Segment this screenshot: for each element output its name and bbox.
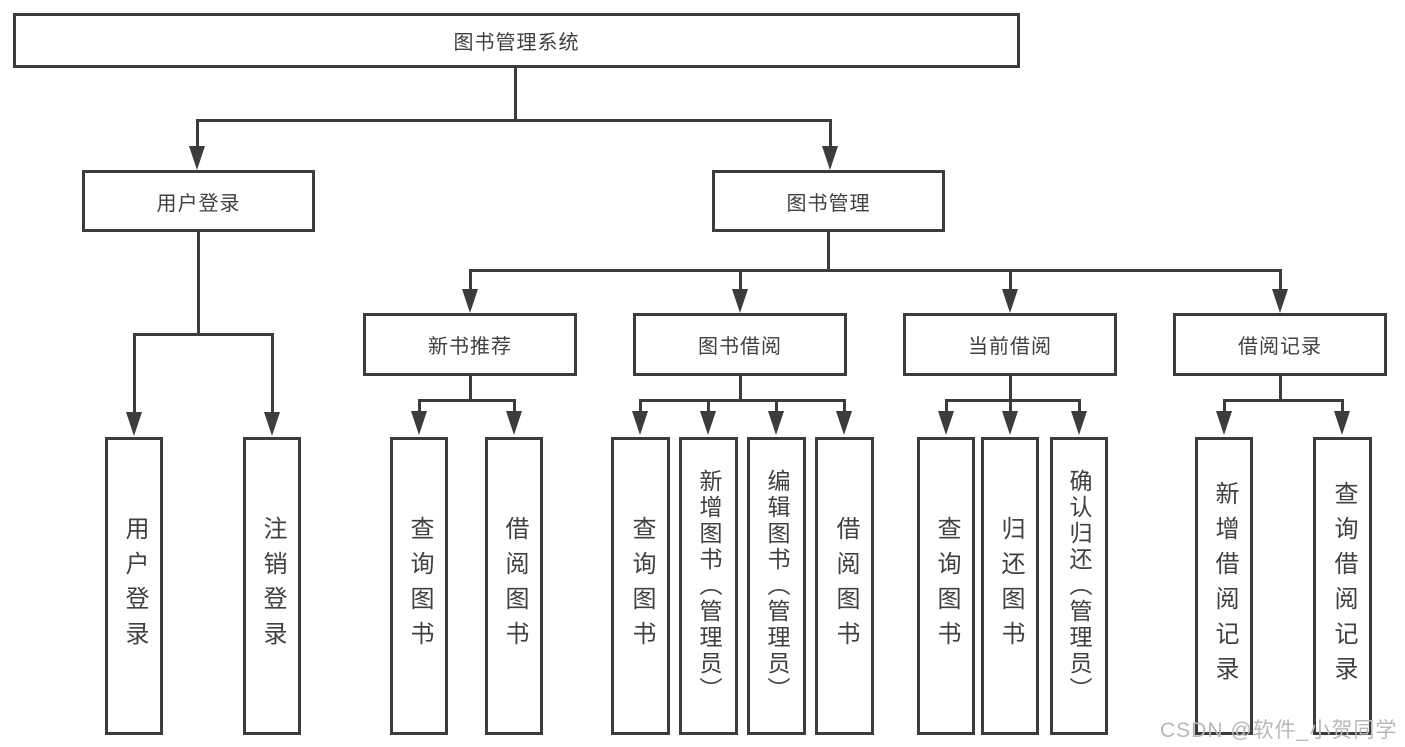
connector-line: [514, 68, 517, 120]
connector-line: [827, 232, 830, 272]
arrow-down-icon: [506, 411, 522, 435]
arrow-down-icon: [1272, 289, 1288, 313]
arrow-down-icon: [1334, 411, 1350, 435]
csdn-watermark: CSDN @软件_小贺同学: [1160, 719, 1398, 742]
node-current-borrow: 当前借阅: [903, 313, 1117, 376]
arrow-down-icon: [632, 411, 648, 435]
node-new-book-recommend: 新书推荐: [363, 313, 577, 376]
connector-line: [196, 119, 832, 122]
leaf-current-return: 归还图书: [981, 437, 1039, 735]
arrow-down-icon: [1216, 411, 1232, 435]
connector-line: [470, 269, 1281, 272]
arrow-down-icon: [822, 146, 838, 170]
arrow-down-icon: [732, 289, 748, 313]
leaf-current-confirm-admin: 确认归还（管理员）: [1050, 437, 1108, 735]
arrow-down-icon: [189, 146, 205, 170]
arrow-down-icon: [768, 411, 784, 435]
connector-line: [843, 399, 846, 413]
arrow-down-icon: [264, 412, 280, 436]
connector-line: [1009, 376, 1012, 402]
node-book-borrow: 图书借阅: [633, 313, 847, 376]
connector-line: [1279, 269, 1282, 291]
connector-line: [271, 333, 274, 412]
connector-line: [945, 399, 1080, 402]
arrow-down-icon: [938, 411, 954, 435]
leaf-newbook-query: 查询图书: [390, 437, 448, 735]
connector-line: [639, 399, 845, 402]
connector-line: [469, 269, 472, 291]
connector-line: [707, 399, 710, 413]
leaf-newbook-borrow: 借阅图书: [485, 437, 543, 735]
connector-line: [1223, 399, 1226, 413]
node-root: 图书管理系统: [13, 13, 1020, 68]
leaf-record-query: 查询借阅记录: [1313, 437, 1372, 735]
leaf-borrow-edit-admin: 编辑图书（管理员）: [747, 437, 806, 735]
connector-line: [197, 232, 200, 335]
connector-line: [1009, 269, 1012, 291]
leaf-record-add: 新增借阅记录: [1195, 437, 1253, 735]
connector-line: [775, 399, 778, 413]
connector-line: [945, 399, 948, 413]
arrow-down-icon: [1002, 289, 1018, 313]
leaf-current-query: 查询图书: [917, 437, 975, 735]
arrow-down-icon: [836, 411, 852, 435]
connector-line: [1078, 399, 1081, 413]
arrow-down-icon: [411, 411, 427, 435]
arrow-down-icon: [1071, 411, 1087, 435]
connector-line: [1279, 376, 1282, 402]
connector-line: [133, 333, 274, 336]
connector-line: [196, 119, 199, 148]
connector-line: [739, 269, 742, 291]
arrow-down-icon: [126, 412, 142, 436]
connector-line: [418, 399, 515, 402]
node-book-management: 图书管理: [712, 170, 945, 232]
connector-line: [639, 399, 642, 413]
connector-line: [469, 376, 472, 402]
connector-line: [513, 399, 516, 413]
connector-line: [829, 119, 832, 148]
leaf-borrow-query: 查询图书: [611, 437, 670, 735]
connector-line: [1341, 399, 1344, 413]
connector-line: [1223, 399, 1343, 402]
node-borrow-records: 借阅记录: [1173, 313, 1387, 376]
arrow-down-icon: [700, 411, 716, 435]
connector-line: [418, 399, 421, 413]
leaf-borrow-borrow: 借阅图书: [815, 437, 874, 735]
connector-line: [1009, 399, 1012, 413]
leaf-logout: 注销登录: [243, 437, 301, 735]
node-user-login: 用户登录: [82, 170, 315, 232]
leaf-user-login: 用户登录: [105, 437, 163, 735]
connector-line: [739, 376, 742, 402]
connector-line: [133, 333, 136, 412]
arrow-down-icon: [462, 289, 478, 313]
arrow-down-icon: [1002, 411, 1018, 435]
leaf-borrow-add-admin: 新增图书（管理员）: [679, 437, 738, 735]
